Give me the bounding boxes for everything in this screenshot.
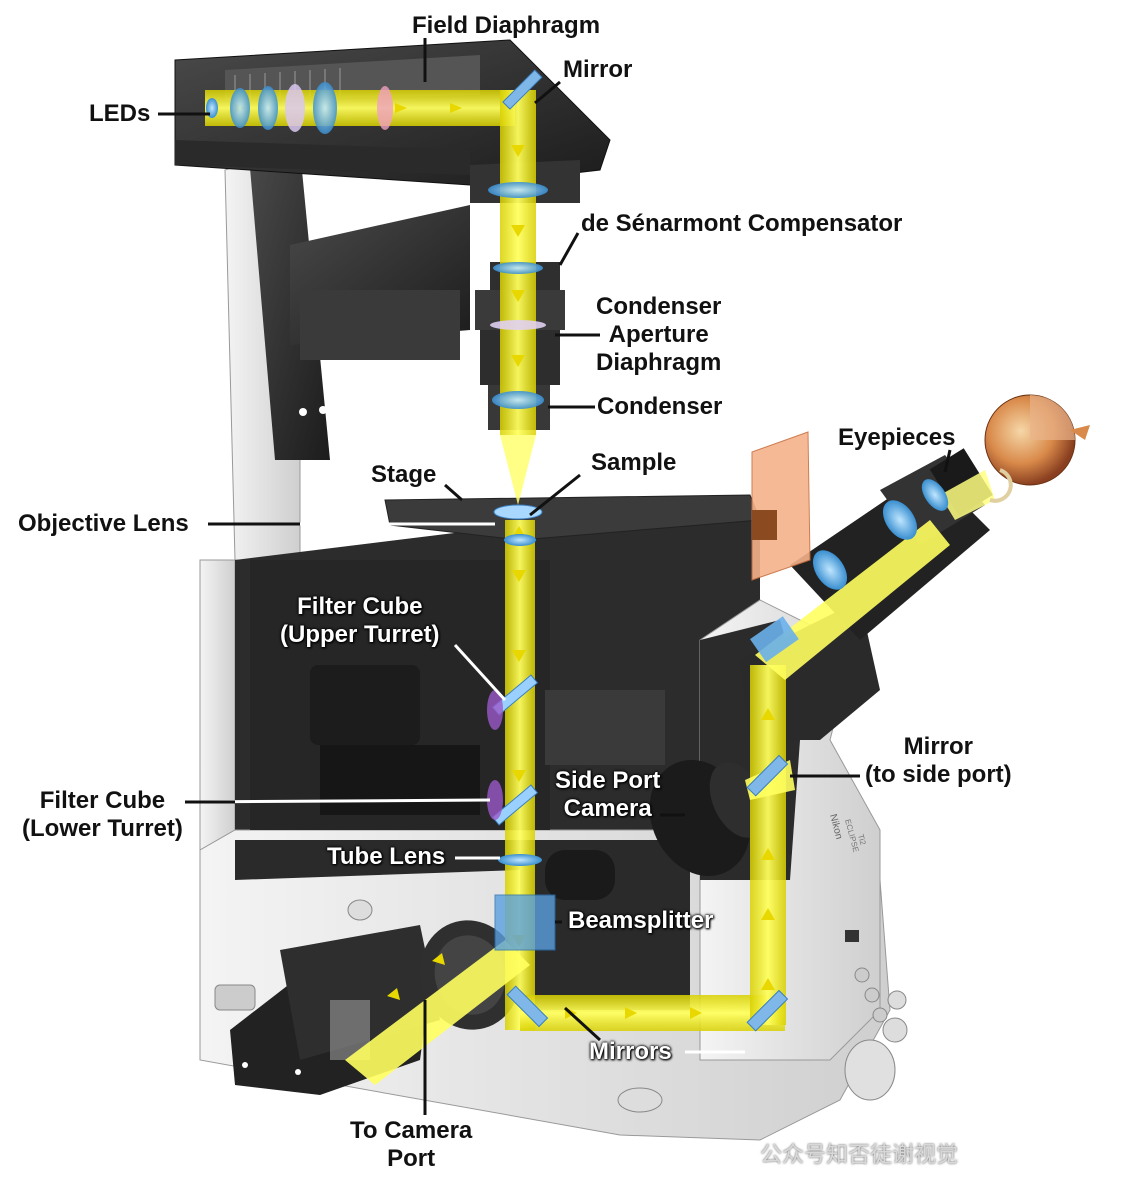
label-condenser: Condenser (597, 393, 723, 420)
label-side-port-camera: Side Port Camera (555, 767, 660, 823)
label-filter-cube-lower-line1: Filter Cube (39, 787, 166, 814)
illuminator-pillar (224, 149, 470, 561)
label-mirrors-bottom: Mirrors (589, 1038, 672, 1065)
label-condenser-aperture-line2: Aperture (608, 321, 709, 348)
label-mirror-top: Mirror (563, 56, 633, 83)
label-mirror-side-line1: Mirror (903, 733, 973, 760)
label-stage: Stage (371, 461, 437, 488)
optics (206, 69, 949, 1032)
label-side-port-camera-line2: Camera (563, 795, 652, 822)
label-condenser-aperture-line3: Diaphragm (596, 349, 722, 376)
label-to-camera-port-line2: Port (387, 1145, 436, 1172)
leader-lines (158, 38, 952, 1115)
label-to-camera-port-line1: To Camera (350, 1117, 473, 1144)
orange-filter (751, 431, 811, 581)
label-objective-lens: Objective Lens (18, 510, 189, 537)
label-condenser-aperture-line1: Condenser (596, 293, 722, 320)
label-leds: LEDs (89, 100, 151, 127)
label-filter-cube-upper: Filter Cube (Upper Turret) (280, 593, 440, 649)
label-side-port-camera-line1: Side Port (555, 767, 661, 794)
brand-ti2: Ti2 (856, 833, 868, 846)
label-eyepieces: Eyepieces (838, 424, 956, 451)
label-condenser-aperture: Condenser Aperture Diaphragm (596, 293, 721, 377)
label-filter-cube-upper-line1: Filter Cube (297, 593, 423, 620)
label-filter-cube-upper-line2: (Upper Turret) (280, 621, 440, 648)
watermark: 公众号知否徒谢视觉 (760, 1143, 959, 1168)
label-filter-cube-lower: Filter Cube (Lower Turret) (22, 787, 183, 843)
label-mirror-side-line2: (to side port) (865, 761, 1012, 788)
label-beamsplitter: Beamsplitter (568, 907, 714, 934)
label-sample: Sample (591, 449, 677, 476)
label-mirror-side: Mirror (to side port) (865, 733, 1012, 789)
eye-illustration (984, 394, 1090, 503)
label-filter-cube-lower-line2: (Lower Turret) (22, 815, 183, 842)
label-field-diaphragm: Field Diaphragm (412, 12, 601, 39)
label-to-camera-port: To Camera Port (350, 1117, 472, 1173)
label-compensator: de Sénarmont Compensator (581, 210, 903, 237)
label-tube-lens: Tube Lens (327, 843, 446, 870)
